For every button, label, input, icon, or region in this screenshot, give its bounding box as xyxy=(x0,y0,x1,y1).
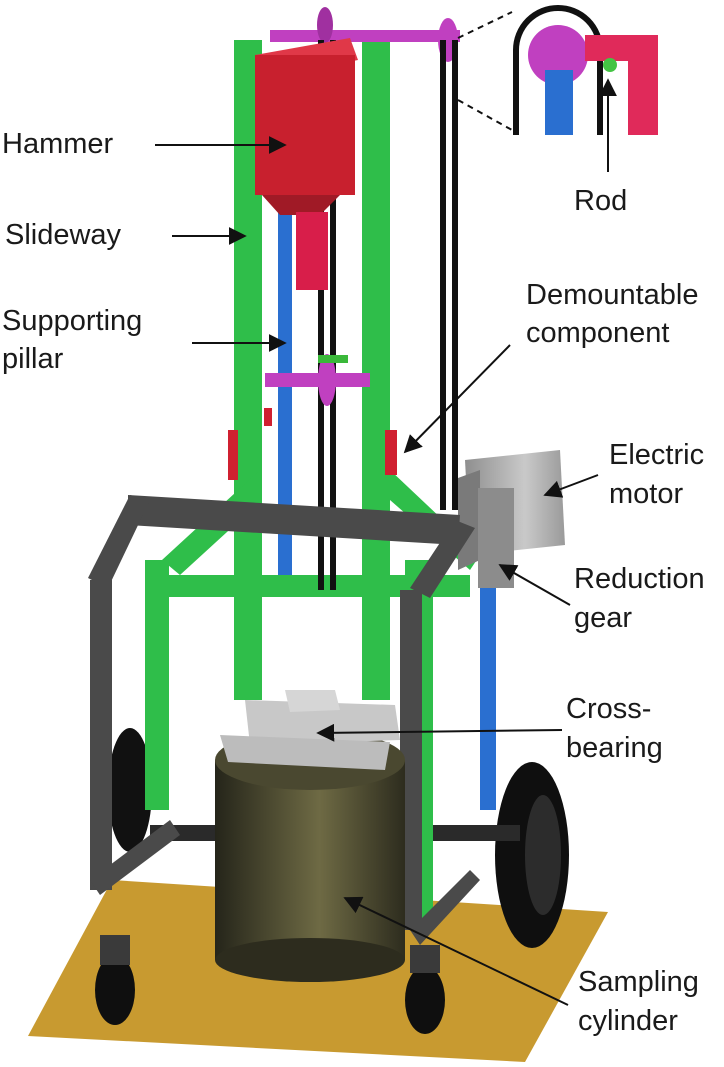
label-supporting-pillar-line1: Supporting xyxy=(2,305,143,337)
hammer xyxy=(255,38,358,290)
leader-arrows xyxy=(155,78,617,1006)
label-sampling-cylinder-line2: cylinder xyxy=(578,1005,678,1037)
motor-assembly xyxy=(458,450,565,588)
label-supporting-pillar-line2: pillar xyxy=(2,343,64,375)
label-cross-bearing-line2: bearing xyxy=(566,732,663,764)
demountable-components xyxy=(228,408,397,480)
frame xyxy=(88,495,480,945)
label-sampling-cylinder-line1: Sampling xyxy=(578,966,699,998)
caster-wheels xyxy=(95,935,445,1034)
sprocket-detail-inset xyxy=(457,5,658,135)
rod-pin xyxy=(603,58,617,72)
label-slideway: Slideway xyxy=(5,219,122,251)
label-hammer: Hammer xyxy=(2,128,114,160)
label-electric-motor-line2: motor xyxy=(609,478,684,510)
label-reduction-gear-line1: Reduction xyxy=(574,563,705,595)
rear-wheel xyxy=(108,728,569,948)
cross-bearing xyxy=(220,690,400,770)
label-demountable-component-line2: component xyxy=(526,317,670,349)
label-cross-bearing-line1: Cross- xyxy=(566,693,652,725)
label-rod: Rod xyxy=(574,185,628,217)
label-electric-motor-line1: Electric xyxy=(609,439,705,471)
label-demountable-component-line1: Demountable xyxy=(526,279,699,311)
label-reduction-gear-line2: gear xyxy=(574,602,633,634)
chain xyxy=(318,40,458,590)
bottom-shaft xyxy=(265,354,370,406)
